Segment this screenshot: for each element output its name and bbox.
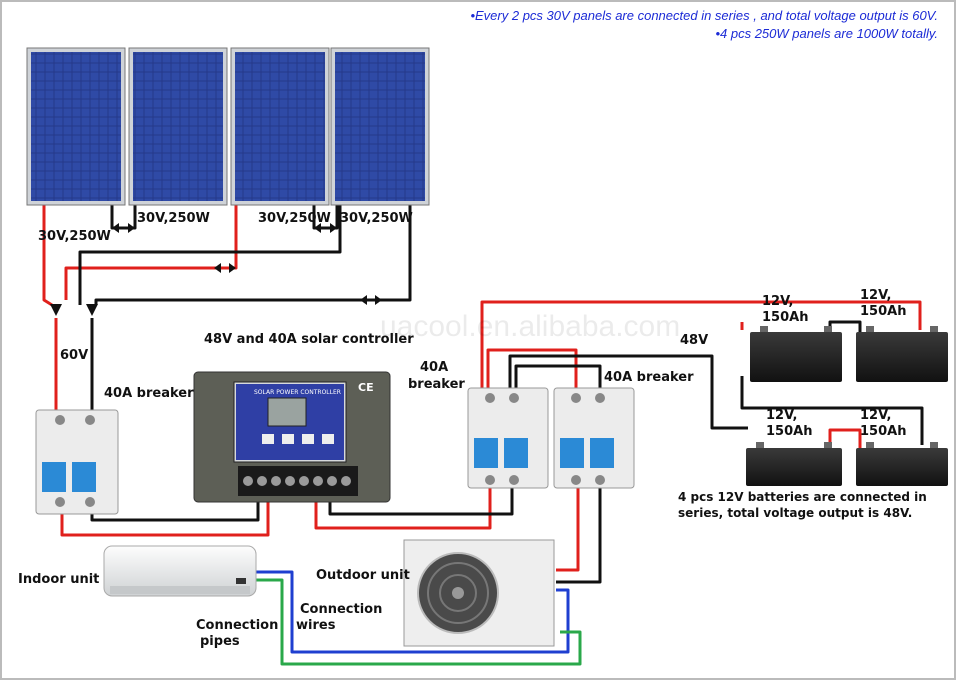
battery-link-wire [828, 320, 862, 332]
voltage-label-right: 48V [680, 333, 709, 348]
battery-link-wire [740, 376, 924, 445]
breaker-left [35, 409, 119, 515]
solar-panel [230, 47, 330, 206]
controller-label: 48V and 40A solar controller [204, 332, 414, 347]
outdoor-positive-wire [556, 488, 580, 572]
controller-breaker-negative [328, 488, 514, 516]
outdoor-negative-wire [556, 488, 602, 584]
panel-series-link-1 [110, 205, 137, 230]
outdoor-unit [403, 539, 555, 647]
controller-faceplate-text: SOLAR POWER CONTROLLER [254, 389, 341, 396]
panel-label: 30V,250W [38, 229, 111, 244]
controller-breaker-positive [314, 488, 492, 530]
controller-button [302, 434, 314, 444]
voltage-label-left: 60V [60, 348, 89, 363]
battery [746, 442, 842, 486]
breaker-label-middle: 40A [420, 360, 449, 375]
panel-label: 30V,250W [137, 211, 210, 226]
battery-label: 12V, [766, 408, 798, 423]
solar-controller [193, 371, 391, 503]
outdoor-unit-label: Outdoor unit [316, 568, 410, 583]
connection-wire-blue [256, 570, 570, 654]
watermark: uacool.en.alibaba.com [380, 310, 681, 343]
battery [856, 326, 948, 382]
battery [750, 326, 842, 382]
breaker-label-middle: breaker [408, 377, 465, 392]
note-total-power: •4 pcs 250W panels are 1000W totally. [715, 26, 938, 41]
breaker-label-left: 40A breaker [104, 386, 194, 401]
panel-positive-wire [64, 205, 238, 300]
battery-positive-wire [480, 300, 922, 392]
connection-wires-label: wires [296, 618, 336, 633]
battery-note: series, total voltage output is 48V. [678, 506, 913, 520]
connector-icon [50, 223, 382, 316]
connection-pipes-label: Connection [196, 618, 279, 633]
battery-label: 150Ah [766, 424, 813, 439]
indoor-unit-label: Indoor unit [18, 572, 100, 587]
battery-negative-wire [508, 354, 748, 430]
battery-link-wire [828, 428, 862, 450]
battery-note: 4 pcs 12V batteries are connected in [678, 490, 927, 504]
lcd-screen [267, 397, 307, 427]
panel-series-link-2 [312, 205, 339, 230]
battery [856, 442, 948, 486]
battery-label: 12V, [860, 288, 892, 303]
panel-label: 30V,250W [258, 211, 331, 226]
battery-label: 12V, [762, 294, 794, 309]
breaker-controller-positive [60, 498, 270, 537]
connection-pipes-label: pipes [200, 634, 240, 649]
battery-positive-wire [486, 348, 578, 392]
breaker-label-right: 40A breaker [604, 370, 694, 385]
connection-wires-label: Connection [300, 602, 383, 617]
ce-mark: CE [358, 381, 374, 394]
battery-label: 12V, [860, 408, 892, 423]
battery-label: 150Ah [860, 424, 907, 439]
terminal-block [238, 466, 358, 496]
panel-negative-wire [94, 205, 412, 305]
breaker-right [553, 387, 635, 489]
battery-label: 150Ah [860, 304, 907, 319]
controller-button [262, 434, 274, 444]
breaker-middle [467, 387, 549, 489]
panel-label: 30V,250W [340, 211, 413, 226]
connection-pipe-green [256, 578, 582, 666]
panel-positive-wire [42, 205, 53, 307]
solar-panel [330, 47, 430, 206]
battery-label: 150Ah [762, 310, 809, 325]
note-series-voltage: •Every 2 pcs 30V panels are connected in… [470, 8, 938, 23]
indoor-unit [103, 545, 257, 597]
breaker-controller-negative [90, 498, 260, 522]
solar-panel [26, 47, 126, 206]
controller-button [322, 434, 334, 444]
panel-negative-wire [78, 205, 342, 305]
battery-negative-wire [514, 364, 602, 392]
solar-panel [128, 47, 228, 206]
controller-button [282, 434, 294, 444]
